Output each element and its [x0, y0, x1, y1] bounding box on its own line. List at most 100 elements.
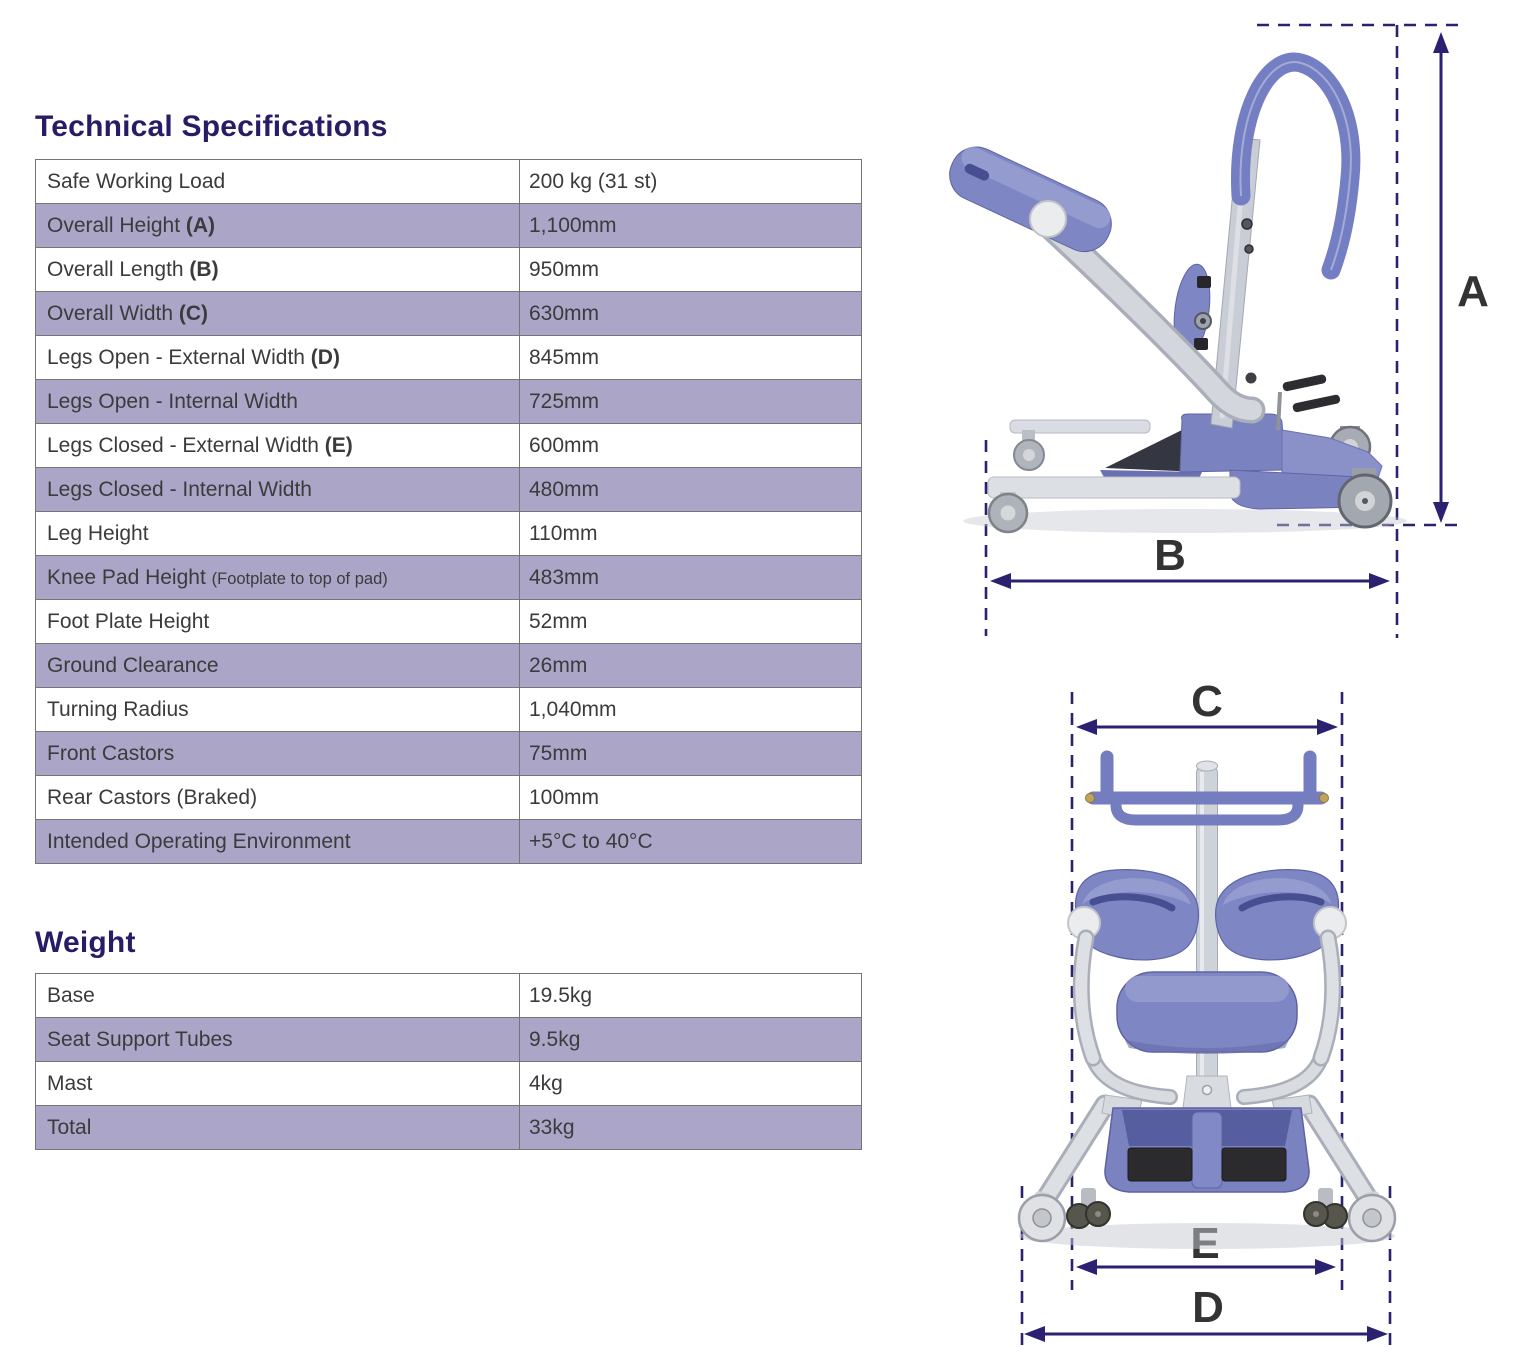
far-front-castor — [1013, 430, 1045, 471]
weight-table: Base 19.5kg Seat Support Tubes 9.5kg Mas… — [35, 973, 862, 1150]
rear-side-leg — [1009, 419, 1151, 434]
table-row: Leg Height 110mm — [35, 511, 862, 556]
table-row: Turning Radius 1,040mm — [35, 687, 862, 732]
weight-section-title: Weight — [35, 926, 136, 959]
dimension-b-arrow — [990, 573, 1390, 589]
weight-label-cell: Base — [35, 973, 520, 1018]
foot-tread-right — [1221, 1147, 1287, 1182]
weight-label-cell: Mast — [35, 1061, 520, 1106]
front-side-leg — [987, 476, 1241, 499]
screw-right — [1319, 793, 1329, 803]
dimension-a-arrow — [1433, 32, 1449, 523]
front-castor — [987, 492, 1029, 534]
stand-aid-front-view — [1017, 750, 1397, 1249]
handlebar — [1085, 750, 1329, 826]
table-row: Legs Open - External Width (D) 845mm — [35, 335, 862, 380]
table-row: Safe Working Load 200 kg (31 st) — [35, 159, 862, 204]
spec-label-cell: Knee Pad Height (Footplate to top of pad… — [35, 555, 520, 600]
table-row: Front Castors 75mm — [35, 731, 862, 776]
spec-value-cell: 845mm — [519, 335, 862, 380]
spec-section-title: Technical Specifications — [35, 110, 388, 143]
spec-label-cell: Legs Closed - External Width (E) — [35, 423, 520, 468]
spec-value-cell: 110mm — [519, 511, 862, 556]
table-row: Rear Castors (Braked) 100mm — [35, 775, 862, 820]
rear-castor-right — [1347, 1191, 1397, 1243]
spec-value-cell: 26mm — [519, 643, 862, 688]
seat-support-arm — [1034, 210, 1266, 424]
dimension-c-arrow — [1076, 719, 1338, 735]
spec-value-cell: 950mm — [519, 247, 862, 292]
hook-handle — [1230, 52, 1361, 280]
leg-spread-pedals — [1276, 374, 1341, 431]
rear-castor-left — [1017, 1191, 1067, 1243]
side-view-dimension-lines: A B — [984, 23, 1489, 638]
spec-value-cell: 75mm — [519, 731, 862, 776]
seat-pad — [949, 146, 1112, 253]
weight-value-cell: 19.5kg — [519, 973, 862, 1018]
spec-label-cell: Ground Clearance — [35, 643, 520, 688]
spec-value-cell: 1,100mm — [519, 203, 862, 248]
pivot-knob — [1029, 200, 1067, 238]
table-row: Overall Length (B) 950mm — [35, 247, 862, 292]
dimension-label-d: D — [1192, 1283, 1224, 1332]
spec-label-cell: Overall Length (B) — [35, 247, 520, 292]
shadow — [963, 509, 1407, 533]
footplate — [1104, 1107, 1310, 1193]
table-row: Mast 4kg — [35, 1061, 862, 1106]
table-row: Foot Plate Height 52mm — [35, 599, 862, 644]
spec-value-cell: 483mm — [519, 555, 862, 600]
spec-label-cell: Legs Closed - Internal Width — [35, 467, 520, 512]
spec-label-cell: Rear Castors (Braked) — [35, 775, 520, 820]
spec-value-cell: 52mm — [519, 599, 862, 644]
spec-value-cell: 1,040mm — [519, 687, 862, 732]
spec-value-cell: 100mm — [519, 775, 862, 820]
knee-pad — [1116, 971, 1298, 1054]
spec-value-cell: +5°C to 40°C — [519, 819, 862, 864]
spec-label-cell: Foot Plate Height — [35, 599, 520, 644]
foot-tread-left — [1127, 1147, 1193, 1182]
dimension-e-arrow — [1076, 1259, 1336, 1275]
weight-value-cell: 9.5kg — [519, 1017, 862, 1062]
dimension-label-a: A — [1457, 267, 1489, 316]
table-row: Knee Pad Height (Footplate to top of pad… — [35, 555, 862, 600]
table-row: Legs Closed - External Width (E) 600mm — [35, 423, 862, 468]
knee-pad — [1173, 263, 1212, 357]
spec-value-cell: 200 kg (31 st) — [519, 159, 862, 204]
seat-pad-left — [1074, 869, 1199, 961]
spec-label-cell: Overall Height (A) — [35, 203, 520, 248]
spec-label-cell: Intended Operating Environment — [35, 819, 520, 864]
shadow — [1019, 1223, 1395, 1249]
weight-value-cell: 4kg — [519, 1061, 862, 1106]
table-row: Base 19.5kg — [35, 973, 862, 1018]
spec-label-cell: Overall Width (C) — [35, 291, 520, 336]
weight-label-cell: Total — [35, 1105, 520, 1150]
table-row: Seat Support Tubes 9.5kg — [35, 1017, 862, 1062]
table-row: Legs Closed - Internal Width 480mm — [35, 467, 862, 512]
dimension-label-b: B — [1154, 531, 1186, 580]
rear-castor-braked — [1337, 468, 1393, 529]
spec-table: Safe Working Load 200 kg (31 st) Overall… — [35, 159, 862, 864]
mast-collar — [1191, 1111, 1223, 1189]
spec-value-cell: 725mm — [519, 379, 862, 424]
spec-label-cell: Safe Working Load — [35, 159, 520, 204]
table-row: Total 33kg — [35, 1105, 862, 1150]
table-row: Ground Clearance 26mm — [35, 643, 862, 688]
dimension-d-arrow — [1024, 1326, 1388, 1342]
spec-value-cell: 630mm — [519, 291, 862, 336]
spec-label-cell: Leg Height — [35, 511, 520, 556]
front-castor-left — [1066, 1188, 1111, 1229]
product-dimension-diagrams: A B — [949, 23, 1489, 1352]
side-tubes — [1072, 929, 1342, 1067]
dimension-label-c: C — [1191, 677, 1223, 726]
table-row: Intended Operating Environment +5°C to 4… — [35, 819, 862, 864]
splayed-legs — [1034, 1094, 1380, 1211]
screw-left — [1085, 793, 1095, 803]
spec-label-cell: Front Castors — [35, 731, 520, 776]
spec-label-cell: Legs Open - Internal Width — [35, 379, 520, 424]
spec-label-cell: Legs Open - External Width (D) — [35, 335, 520, 380]
table-row: Legs Open - Internal Width 725mm — [35, 379, 862, 424]
stand-aid-side-view — [949, 52, 1407, 534]
weight-value-cell: 33kg — [519, 1105, 862, 1150]
front-castor-right — [1303, 1188, 1348, 1229]
spec-value-cell: 480mm — [519, 467, 862, 512]
